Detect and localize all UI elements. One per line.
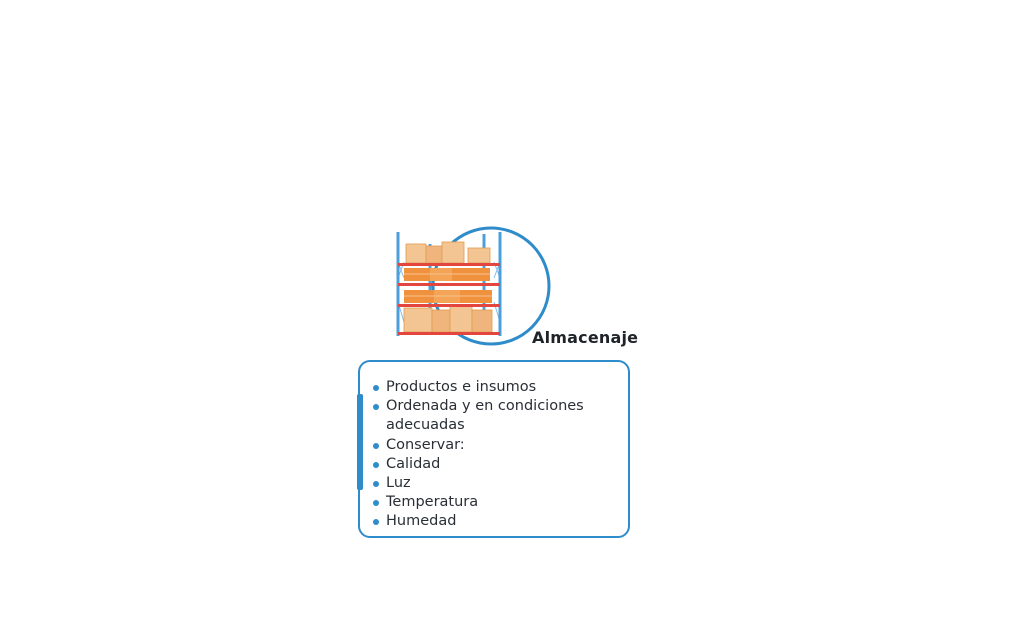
bullet-icon (373, 481, 379, 488)
list-item: Humedad (372, 512, 622, 531)
top-boxes (405, 241, 491, 264)
section-heading: Almacenaje (532, 328, 639, 347)
warehouse-shelf-icon (396, 226, 551, 346)
second-boxes (404, 268, 490, 281)
shelf-beams (398, 263, 500, 335)
bullet-icon (373, 519, 379, 526)
info-card: Productos e insumos Ordenada y en condic… (357, 360, 630, 538)
bullet-icon (373, 461, 379, 468)
card-accent-bar (357, 394, 363, 490)
bullet-list: Productos e insumos Ordenada y en condic… (372, 378, 622, 532)
bullet-icon (373, 500, 379, 507)
list-item: Calidad (372, 455, 622, 474)
list-item: Productos e insumos (372, 378, 622, 397)
bullet-icon (373, 442, 379, 449)
bottom-boxes (403, 305, 493, 333)
bullet-icon (373, 385, 379, 391)
list-item: Ordenada y en condiciones adecuadas (372, 397, 622, 435)
bullet-icon (373, 404, 379, 411)
warehouse-illustration (390, 222, 560, 348)
list-item: Conservar: (372, 436, 622, 455)
list-item: Luz (372, 474, 622, 493)
third-boxes (404, 290, 492, 303)
list-item: Temperatura (372, 493, 622, 512)
